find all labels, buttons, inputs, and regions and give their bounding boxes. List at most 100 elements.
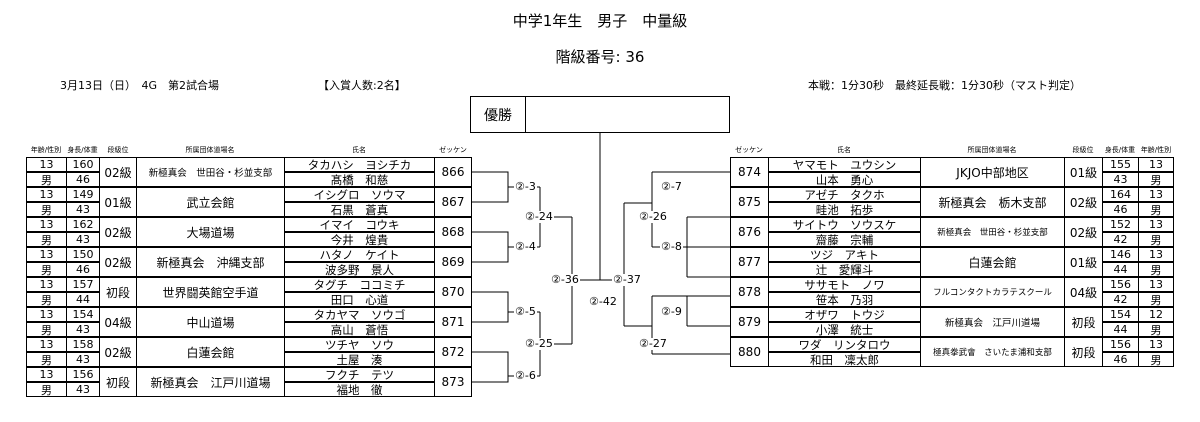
height-cell: 164 xyxy=(1102,187,1139,202)
kana-name: フクチ テツ xyxy=(284,367,435,382)
header-zekken-right: ゼッケン xyxy=(735,146,763,154)
weight-cell: 43 xyxy=(66,232,100,247)
date-court: 3月13日（日） 4G 第2試合場 xyxy=(60,79,220,92)
match-label: ②-9 xyxy=(660,305,683,318)
height-cell: 154 xyxy=(66,307,100,322)
match-label: ②-24 xyxy=(524,210,554,223)
zekken-cell: 879 xyxy=(730,307,769,337)
match-label: ②-6 xyxy=(514,369,537,382)
height-cell: 158 xyxy=(66,337,100,352)
sex-cell: 男 xyxy=(26,232,67,247)
org-cell: 新極真会 江戸川道場 xyxy=(136,367,285,397)
height-cell: 155 xyxy=(1102,157,1139,172)
sex-cell: 男 xyxy=(1138,232,1174,247)
kanji-name: 小澤 統士 xyxy=(768,322,921,337)
weight-cell: 46 xyxy=(66,262,100,277)
zekken-cell: 869 xyxy=(434,247,472,277)
weight-cell: 43 xyxy=(1102,172,1139,187)
height-cell: 162 xyxy=(66,217,100,232)
age-cell: 13 xyxy=(1138,157,1174,172)
kanji-name: 田口 心道 xyxy=(284,292,435,307)
kanji-name: 髙橋 和慈 xyxy=(284,172,435,187)
rank-cell: 04級 xyxy=(1064,277,1103,307)
rank-cell: 02級 xyxy=(99,247,137,277)
org-cell: フルコンタクトカラテスクール xyxy=(920,277,1065,307)
kana-name: ハタノ ケイト xyxy=(284,247,435,262)
org-cell: 新極真会 世田谷・杉並支部 xyxy=(136,157,285,187)
sex-cell: 男 xyxy=(1138,262,1174,277)
kanji-name: 福地 徹 xyxy=(284,382,435,397)
org-cell: 武立会館 xyxy=(136,187,285,217)
kana-name: アゼチ タクホ xyxy=(768,187,921,202)
winner-box: 優勝 xyxy=(470,96,730,133)
weight-cell: 43 xyxy=(66,382,100,397)
weight-cell: 43 xyxy=(66,322,100,337)
zekken-cell: 868 xyxy=(434,217,472,247)
weight-cell: 46 xyxy=(66,172,100,187)
zekken-cell: 875 xyxy=(730,187,769,217)
sex-cell: 男 xyxy=(1138,172,1174,187)
weight-cell: 44 xyxy=(1102,262,1139,277)
kana-name: ツジ アキト xyxy=(768,247,921,262)
kanji-name: 波多野 景人 xyxy=(284,262,435,277)
rank-cell: 02級 xyxy=(99,337,137,367)
age-cell: 13 xyxy=(1138,247,1174,262)
rank-cell: 初段 xyxy=(1064,307,1103,337)
sex-cell: 男 xyxy=(1138,352,1174,367)
rank-cell: 02級 xyxy=(1064,187,1103,217)
weight-cell: 42 xyxy=(1102,232,1139,247)
org-cell: JKJO中部地区 xyxy=(920,157,1065,187)
height-cell: 156 xyxy=(1102,337,1139,352)
org-cell: 白蓮会館 xyxy=(136,337,285,367)
rank-cell: 02級 xyxy=(1064,217,1103,247)
weight-cell: 46 xyxy=(1102,202,1139,217)
rank-cell: 初段 xyxy=(99,277,137,307)
age-cell: 13 xyxy=(26,217,67,232)
weight-cell: 46 xyxy=(1102,352,1139,367)
org-cell: 白蓮会館 xyxy=(920,247,1065,277)
org-cell: 新極真会 世田谷・杉並支部 xyxy=(920,217,1065,247)
zekken-cell: 880 xyxy=(730,337,769,367)
match-label: ②-37 xyxy=(612,273,642,286)
header-rank-right: 段級位 xyxy=(1072,146,1094,154)
match-label: ②-7 xyxy=(660,180,683,193)
header-height-weight: 身長/体重 xyxy=(67,146,98,154)
sex-cell: 男 xyxy=(26,352,67,367)
header-name-right: 氏名 xyxy=(837,146,851,154)
zekken-cell: 867 xyxy=(434,187,472,217)
kana-name: ササモト ノワ xyxy=(768,277,921,292)
age-cell: 13 xyxy=(1138,217,1174,232)
kana-name: ヤマモト ユウシン xyxy=(768,157,921,172)
kanji-name: 和田 凜太郎 xyxy=(768,352,921,367)
zekken-cell: 874 xyxy=(730,157,769,187)
kanji-name: 辻 愛輝斗 xyxy=(768,262,921,277)
zekken-cell: 872 xyxy=(434,337,472,367)
kana-name: タカヤマ ソウゴ xyxy=(284,307,435,322)
height-cell: 149 xyxy=(66,187,100,202)
category-number: 階級番号: 36 xyxy=(555,48,645,66)
prize-count: 【入賞人数:2名】 xyxy=(318,79,406,92)
weight-cell: 42 xyxy=(1102,292,1139,307)
height-cell: 150 xyxy=(66,247,100,262)
kanji-name: 畦池 拓歩 xyxy=(768,202,921,217)
rank-cell: 01級 xyxy=(99,187,137,217)
height-cell: 156 xyxy=(66,367,100,382)
kana-name: イマイ コウキ xyxy=(284,217,435,232)
zekken-cell: 876 xyxy=(730,217,769,247)
zekken-cell: 871 xyxy=(434,307,472,337)
kanji-name: 石黒 蒼真 xyxy=(284,202,435,217)
sex-cell: 男 xyxy=(1138,292,1174,307)
kana-name: ワダ リンタロウ xyxy=(768,337,921,352)
header-name: 氏名 xyxy=(352,146,366,154)
age-cell: 13 xyxy=(26,337,67,352)
height-cell: 154 xyxy=(1102,307,1139,322)
